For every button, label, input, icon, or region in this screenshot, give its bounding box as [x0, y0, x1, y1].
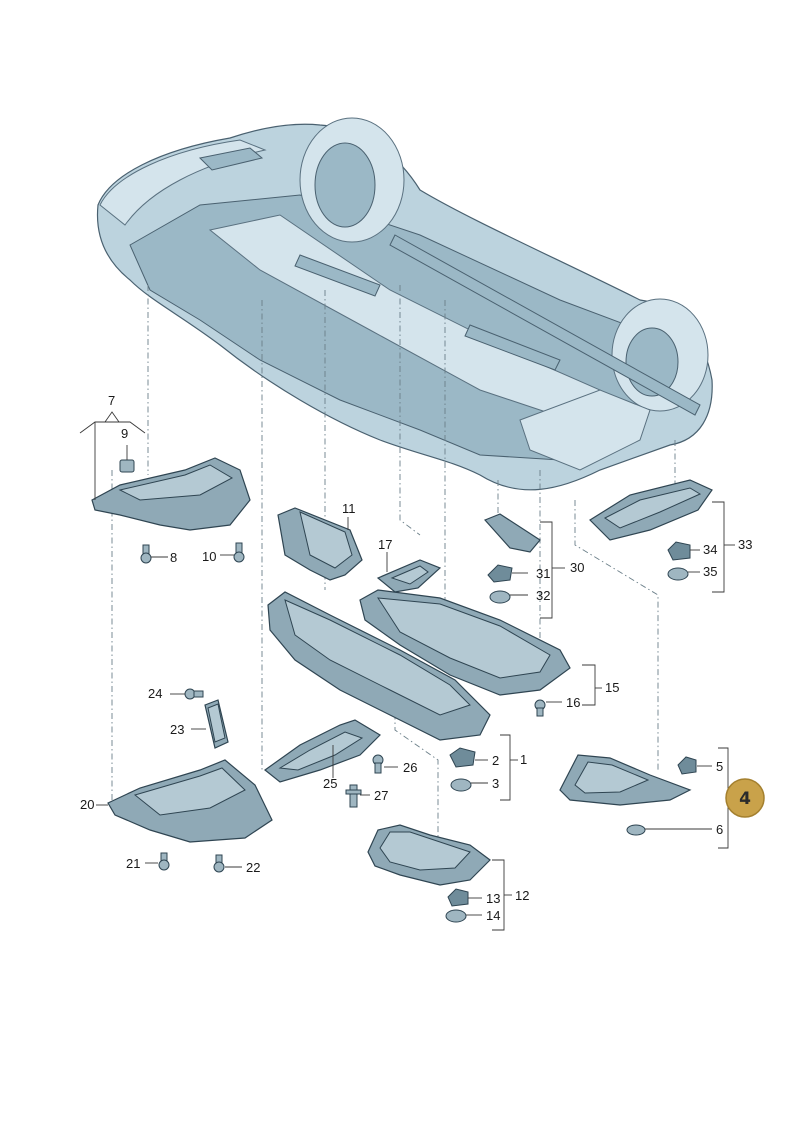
- washer-14-icon: [445, 909, 467, 923]
- label-25: 25: [323, 776, 337, 791]
- nut-13-icon: [447, 888, 469, 907]
- nut-2-icon: [449, 747, 476, 768]
- part-group-1: [267, 591, 518, 801]
- label-2: 2: [492, 753, 499, 768]
- label-30: 30: [570, 560, 584, 575]
- washer-6-icon: [626, 824, 646, 836]
- label-21: 21: [126, 856, 140, 871]
- label-11: 11: [342, 501, 356, 516]
- bolt-8-icon: [140, 544, 152, 564]
- stud-27-icon: [345, 784, 362, 808]
- washer-35-icon: [667, 567, 689, 581]
- bolt-22-icon: [213, 854, 225, 873]
- badge-circle: [725, 778, 765, 818]
- washer-32-icon: [489, 590, 511, 604]
- label-35: 35: [703, 564, 717, 579]
- label-5: 5: [716, 759, 723, 774]
- label-3: 3: [492, 776, 499, 791]
- label-23: 23: [170, 722, 184, 737]
- label-27: 27: [374, 788, 388, 803]
- label-16: 16: [566, 695, 580, 710]
- label-33: 33: [738, 537, 752, 552]
- nut-34-icon: [667, 541, 691, 561]
- part-group-30: [483, 513, 565, 619]
- label-20: 20: [80, 797, 94, 812]
- clip-5-icon: [677, 756, 697, 775]
- label-22: 22: [246, 860, 260, 875]
- bolt-24-icon: [184, 688, 204, 700]
- bolt-10-icon: [233, 542, 245, 563]
- label-1: 1: [520, 752, 527, 767]
- washer-3-icon: [450, 778, 472, 792]
- label-32: 32: [536, 588, 550, 603]
- part-11: [277, 507, 363, 581]
- bolt-16-icon: [534, 699, 546, 717]
- part-group-33: [589, 479, 735, 593]
- bolt-21-icon: [158, 852, 170, 871]
- nut-31-icon: [487, 564, 513, 583]
- label-9: 9: [121, 426, 128, 441]
- label-26: 26: [403, 760, 417, 775]
- label-14: 14: [486, 908, 500, 923]
- label-13: 13: [486, 891, 500, 906]
- badge-label: 4: [739, 789, 751, 809]
- label-8: 8: [170, 550, 177, 565]
- label-31: 31: [536, 566, 550, 581]
- label-24: 24: [148, 686, 162, 701]
- part-group-12: [367, 824, 512, 931]
- label-12: 12: [515, 888, 529, 903]
- label-17: 17: [378, 537, 392, 552]
- label-15: 15: [605, 680, 619, 695]
- part-group-7: [79, 411, 251, 564]
- part-badge: 4: [725, 778, 765, 818]
- label-34: 34: [703, 542, 717, 557]
- label-6: 6: [716, 822, 723, 837]
- vehicle-underbody: [96, 117, 713, 491]
- part-group-20: [96, 759, 273, 873]
- bolt-26-icon: [372, 754, 384, 774]
- part-17: [376, 552, 442, 593]
- label-10: 10: [202, 549, 216, 564]
- part-group-23-24: [170, 688, 229, 749]
- clip-9-icon: [119, 459, 135, 473]
- label-7: 7: [108, 393, 115, 408]
- part-number-labels: 7 9 8 10 11 17 31 32 30 34 35 33 16 15 2…: [80, 393, 752, 923]
- part-group-25: [264, 719, 398, 808]
- part-group-5-6: [559, 747, 729, 849]
- part-group-15: [359, 589, 602, 717]
